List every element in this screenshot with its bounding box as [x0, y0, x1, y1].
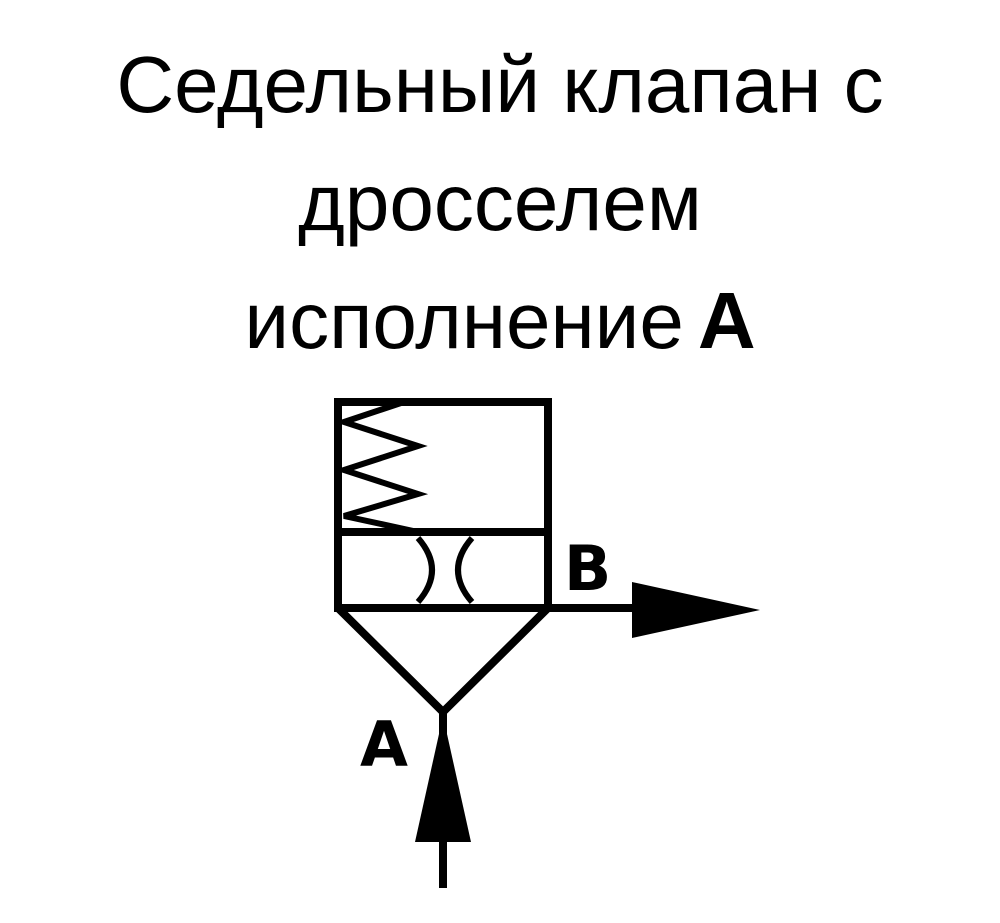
port-b-label: B [564, 532, 611, 605]
port-b-arrow-icon [632, 582, 760, 638]
title-line-2: дросселем [298, 158, 702, 247]
port-a-label: A [360, 708, 408, 781]
throttle-right-arc-icon [455, 536, 475, 604]
throttle-left-arc-icon [415, 536, 435, 604]
title-line-1: Седельный клапан с [116, 40, 884, 129]
title-variant-letter: A [697, 276, 756, 365]
port-a-arrow-icon [415, 716, 471, 842]
spring-chamber-box [334, 398, 552, 536]
seat-triangle [335, 605, 551, 718]
spring-icon [334, 399, 429, 535]
throttle-section-box [334, 528, 552, 612]
title-line-3-text: исполнение [244, 276, 684, 365]
